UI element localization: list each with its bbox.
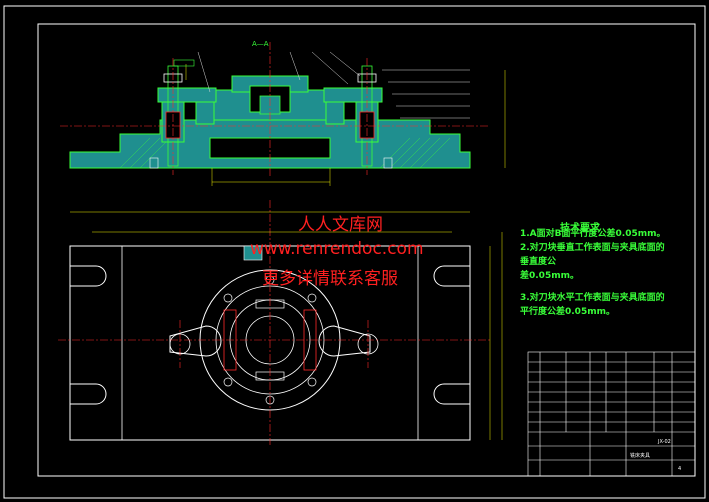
tech-requirements-title: 技术要求 <box>560 223 600 234</box>
tech-item-1: 1.A面对B面平行度公差0.05mm。 <box>520 229 666 239</box>
right-arm <box>318 325 371 357</box>
title-sheet: 4 <box>678 466 681 472</box>
section-label: A—A <box>252 40 269 48</box>
plan-view <box>58 200 503 445</box>
left-arm <box>169 325 222 357</box>
left-clamp <box>157 87 217 103</box>
title-part-name: 铣床夹具 <box>630 452 650 459</box>
watermark-line-1: 人人文库网 <box>298 215 383 235</box>
tech-item-5: 3.对刀块水平工作表面与夹具底面的 <box>520 293 665 303</box>
watermark-line-2: www.renrendoc.com <box>250 239 424 259</box>
outer-border <box>3 5 706 499</box>
tech-item-2: 2.对刀块垂直工作表面与夹具底面的 <box>520 243 665 253</box>
tech-item-6: 平行度公差0.05mm。 <box>520 307 615 317</box>
inner-border <box>37 23 696 477</box>
tech-item-3: 垂直度公 <box>520 257 557 267</box>
tech-item-4: 差0.05mm。 <box>520 271 579 281</box>
right-clamp <box>323 87 383 103</box>
section-view: A—A <box>60 40 506 186</box>
watermark-line-3: 更多详情联系客服 <box>262 269 398 289</box>
title-block <box>527 351 696 477</box>
title-drawing-no: JX-02 <box>657 439 671 445</box>
